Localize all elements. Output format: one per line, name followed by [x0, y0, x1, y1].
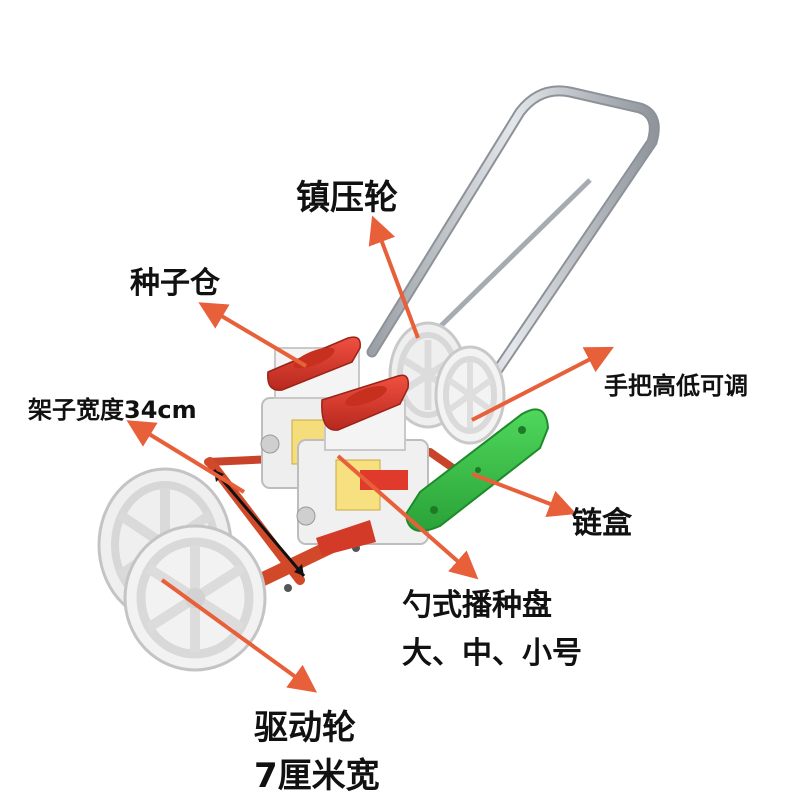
press-wheel-label: 镇压轮	[296, 178, 398, 218]
seed-box-label: 种子仓	[130, 266, 220, 301]
spoon-disc-label: 勺式播种盘	[402, 588, 552, 623]
seed-box-front	[321, 374, 410, 431]
arrow-spoon-disc	[336, 454, 479, 580]
arrow-chain-box	[471, 472, 577, 518]
handle-adjustable-label: 手把高低可调	[604, 372, 748, 400]
drive-wheel-label: 驱动轮	[254, 708, 356, 748]
arrow-drive-wheel	[160, 578, 318, 693]
arrow-handle	[471, 346, 614, 422]
arrow-seed-box	[198, 302, 308, 368]
arrow-press-wheel	[368, 215, 420, 339]
drive-wheel-width-label: 7厘米宽	[254, 756, 380, 796]
chain-box-label: 链盒	[572, 506, 632, 541]
chain-box	[404, 408, 550, 532]
spoon-disc-sizes-label: 大、中、小号	[402, 636, 582, 671]
frame-width-label: 架子宽度34cm	[28, 396, 197, 424]
press-wheel-right	[434, 345, 506, 445]
arrow-frame-width	[126, 420, 246, 494]
annotation-arrows	[126, 215, 614, 693]
drive-wheel-front	[123, 524, 267, 672]
